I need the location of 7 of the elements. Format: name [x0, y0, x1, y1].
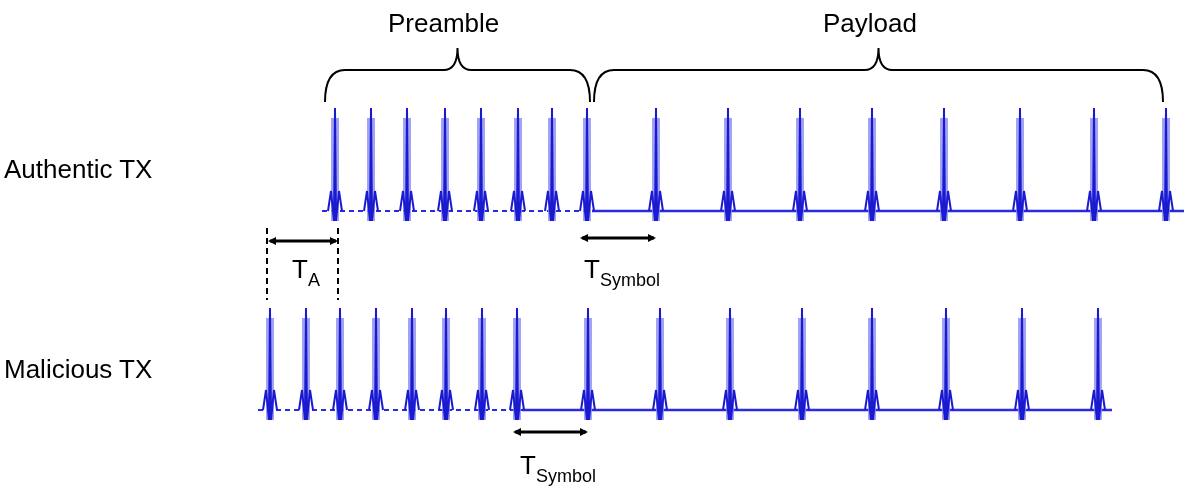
signal-label: Malicious TX — [4, 356, 153, 382]
time-label: T$_{Symbol}$ — [520, 452, 596, 485]
section-label: Payload — [823, 10, 917, 36]
time-label: T$_{Symbol}$ — [584, 256, 660, 289]
section-label: Preamble — [388, 10, 500, 36]
signal-label: Authentic TX — [4, 156, 153, 182]
time-label: T$_{A}$ — [292, 256, 320, 289]
